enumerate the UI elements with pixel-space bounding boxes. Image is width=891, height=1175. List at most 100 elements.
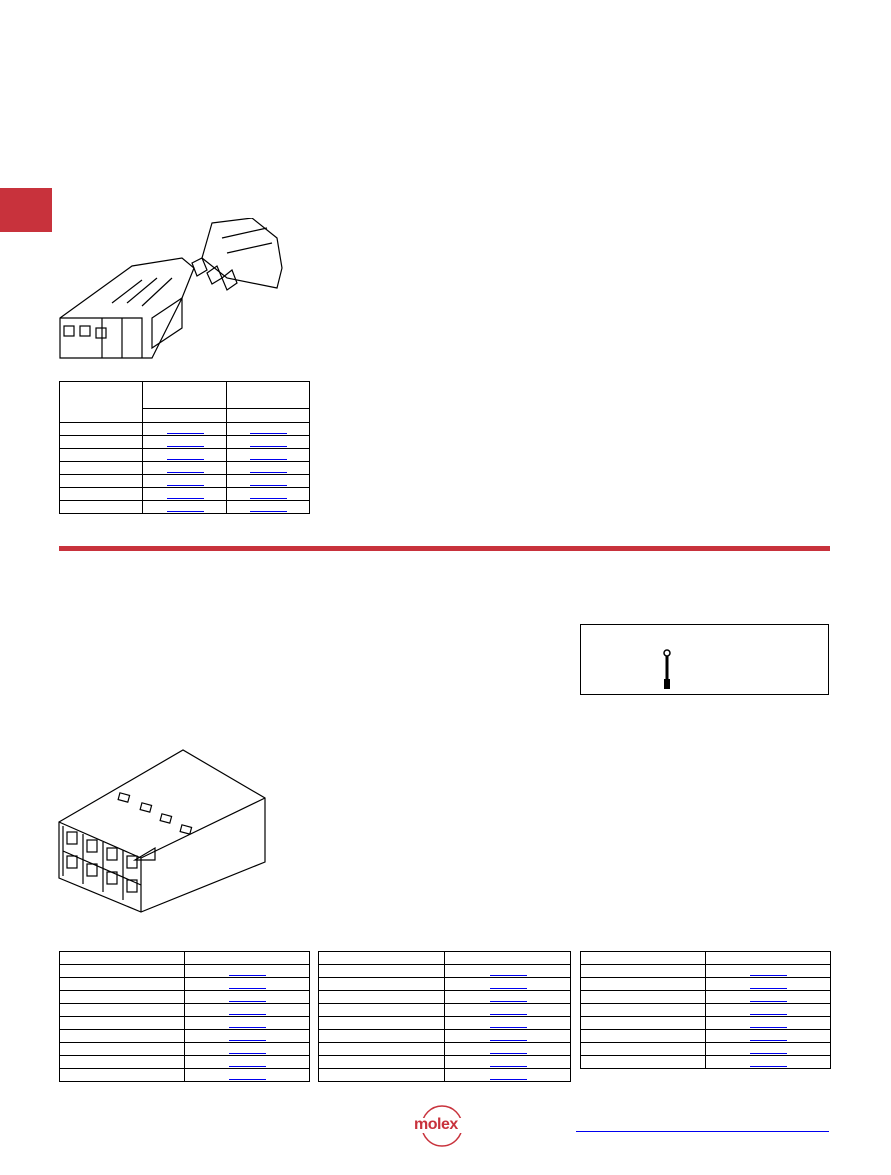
part-number-link[interactable]	[166, 485, 204, 486]
part-number-link[interactable]	[489, 1014, 527, 1015]
table-cell	[580, 1055, 706, 1069]
part-number-link[interactable]	[229, 1027, 266, 1028]
table-row	[59, 500, 310, 514]
table-cell	[226, 448, 310, 462]
part-number-link[interactable]	[229, 1014, 266, 1015]
part-number-link[interactable]	[489, 988, 527, 989]
part-number-link[interactable]	[229, 988, 266, 989]
table-header-cell	[226, 381, 310, 409]
table-header-cell	[59, 381, 143, 423]
table-cell	[226, 474, 310, 488]
part-number-link[interactable]	[750, 1040, 787, 1041]
part-number-link[interactable]	[489, 1040, 527, 1041]
table-cell	[59, 1068, 185, 1082]
part-number-link[interactable]	[229, 1053, 266, 1054]
table-row	[59, 977, 310, 991]
table-cell	[226, 435, 310, 449]
part-number-link[interactable]	[750, 1014, 787, 1015]
table-cell	[580, 990, 706, 1004]
table-cell	[318, 1029, 445, 1043]
table-row	[580, 977, 831, 991]
table-cell	[142, 474, 227, 488]
part-number-link[interactable]	[489, 1079, 527, 1080]
table-row	[318, 990, 571, 1004]
table-row	[59, 1068, 310, 1082]
table-cell	[444, 990, 571, 1004]
part-number-link[interactable]	[250, 511, 287, 512]
table-cell	[142, 500, 227, 514]
part-number-link[interactable]	[229, 975, 266, 976]
part-number-link[interactable]	[250, 472, 287, 473]
part-number-link[interactable]	[229, 1001, 266, 1002]
table-row	[318, 964, 571, 978]
table-cell	[59, 964, 185, 978]
table-cell	[226, 487, 310, 501]
part-number-link[interactable]	[489, 1027, 527, 1028]
table-row	[318, 1068, 571, 1082]
table-row	[59, 964, 310, 978]
part-number-link[interactable]	[750, 1053, 787, 1054]
table-cell	[59, 435, 143, 449]
part-number-link[interactable]	[489, 975, 527, 976]
table-cell	[444, 1016, 571, 1030]
part-number-link[interactable]	[750, 1066, 787, 1067]
part-number-link[interactable]	[166, 498, 204, 499]
table-cell	[318, 964, 445, 978]
table-header-row	[59, 951, 310, 965]
part-number-link[interactable]	[750, 988, 787, 989]
part-number-link[interactable]	[489, 1066, 527, 1067]
table-row	[580, 1003, 831, 1017]
crimp-housing-illustration	[58, 749, 266, 913]
table-cell	[705, 964, 831, 978]
table-cell	[580, 964, 706, 978]
part-number-link[interactable]	[166, 446, 204, 447]
table-row	[580, 964, 831, 978]
table-cell	[59, 1016, 185, 1030]
table-cell	[59, 990, 185, 1004]
table-row	[59, 422, 310, 436]
part-number-link[interactable]	[250, 433, 287, 434]
table-cell	[444, 1055, 571, 1069]
table-row	[318, 1042, 571, 1056]
table-cell	[444, 1042, 571, 1056]
table-cell	[142, 461, 227, 475]
footer-link[interactable]	[576, 1131, 829, 1132]
part-number-link[interactable]	[166, 433, 204, 434]
part-number-link[interactable]	[489, 1053, 527, 1054]
table-header-cell	[444, 951, 571, 965]
table-header-cell	[318, 951, 445, 965]
terminal-box	[580, 624, 829, 695]
table-row	[580, 1055, 831, 1069]
table-header-cell	[580, 951, 706, 965]
table-cell	[705, 1055, 831, 1069]
table-row	[59, 1042, 310, 1056]
table-row	[59, 435, 310, 449]
table-header-cell	[142, 407, 227, 424]
part-number-link[interactable]	[229, 1066, 266, 1067]
part-number-link[interactable]	[250, 485, 287, 486]
part-number-link[interactable]	[250, 446, 287, 447]
connector-housing-illustration	[59, 218, 283, 359]
table-cell	[59, 500, 143, 514]
table-cell	[59, 1055, 185, 1069]
table-cell	[142, 435, 227, 449]
table-cell	[226, 422, 310, 436]
table-header-cell	[184, 951, 310, 965]
table-row	[59, 990, 310, 1004]
part-number-link[interactable]	[750, 1027, 787, 1028]
part-number-link[interactable]	[250, 459, 287, 460]
part-number-link[interactable]	[229, 1040, 266, 1041]
part-number-link[interactable]	[750, 975, 787, 976]
part-number-link[interactable]	[166, 459, 204, 460]
part-number-link[interactable]	[229, 1079, 266, 1080]
part-number-link[interactable]	[750, 1001, 787, 1002]
table-cell	[184, 977, 310, 991]
part-number-link[interactable]	[166, 511, 204, 512]
part-number-link[interactable]	[489, 1001, 527, 1002]
table-row	[318, 1003, 571, 1017]
table-header-cell	[59, 951, 185, 965]
table-cell	[318, 1003, 445, 1017]
table-cell	[705, 1016, 831, 1030]
part-number-link[interactable]	[250, 498, 287, 499]
part-number-link[interactable]	[166, 472, 204, 473]
